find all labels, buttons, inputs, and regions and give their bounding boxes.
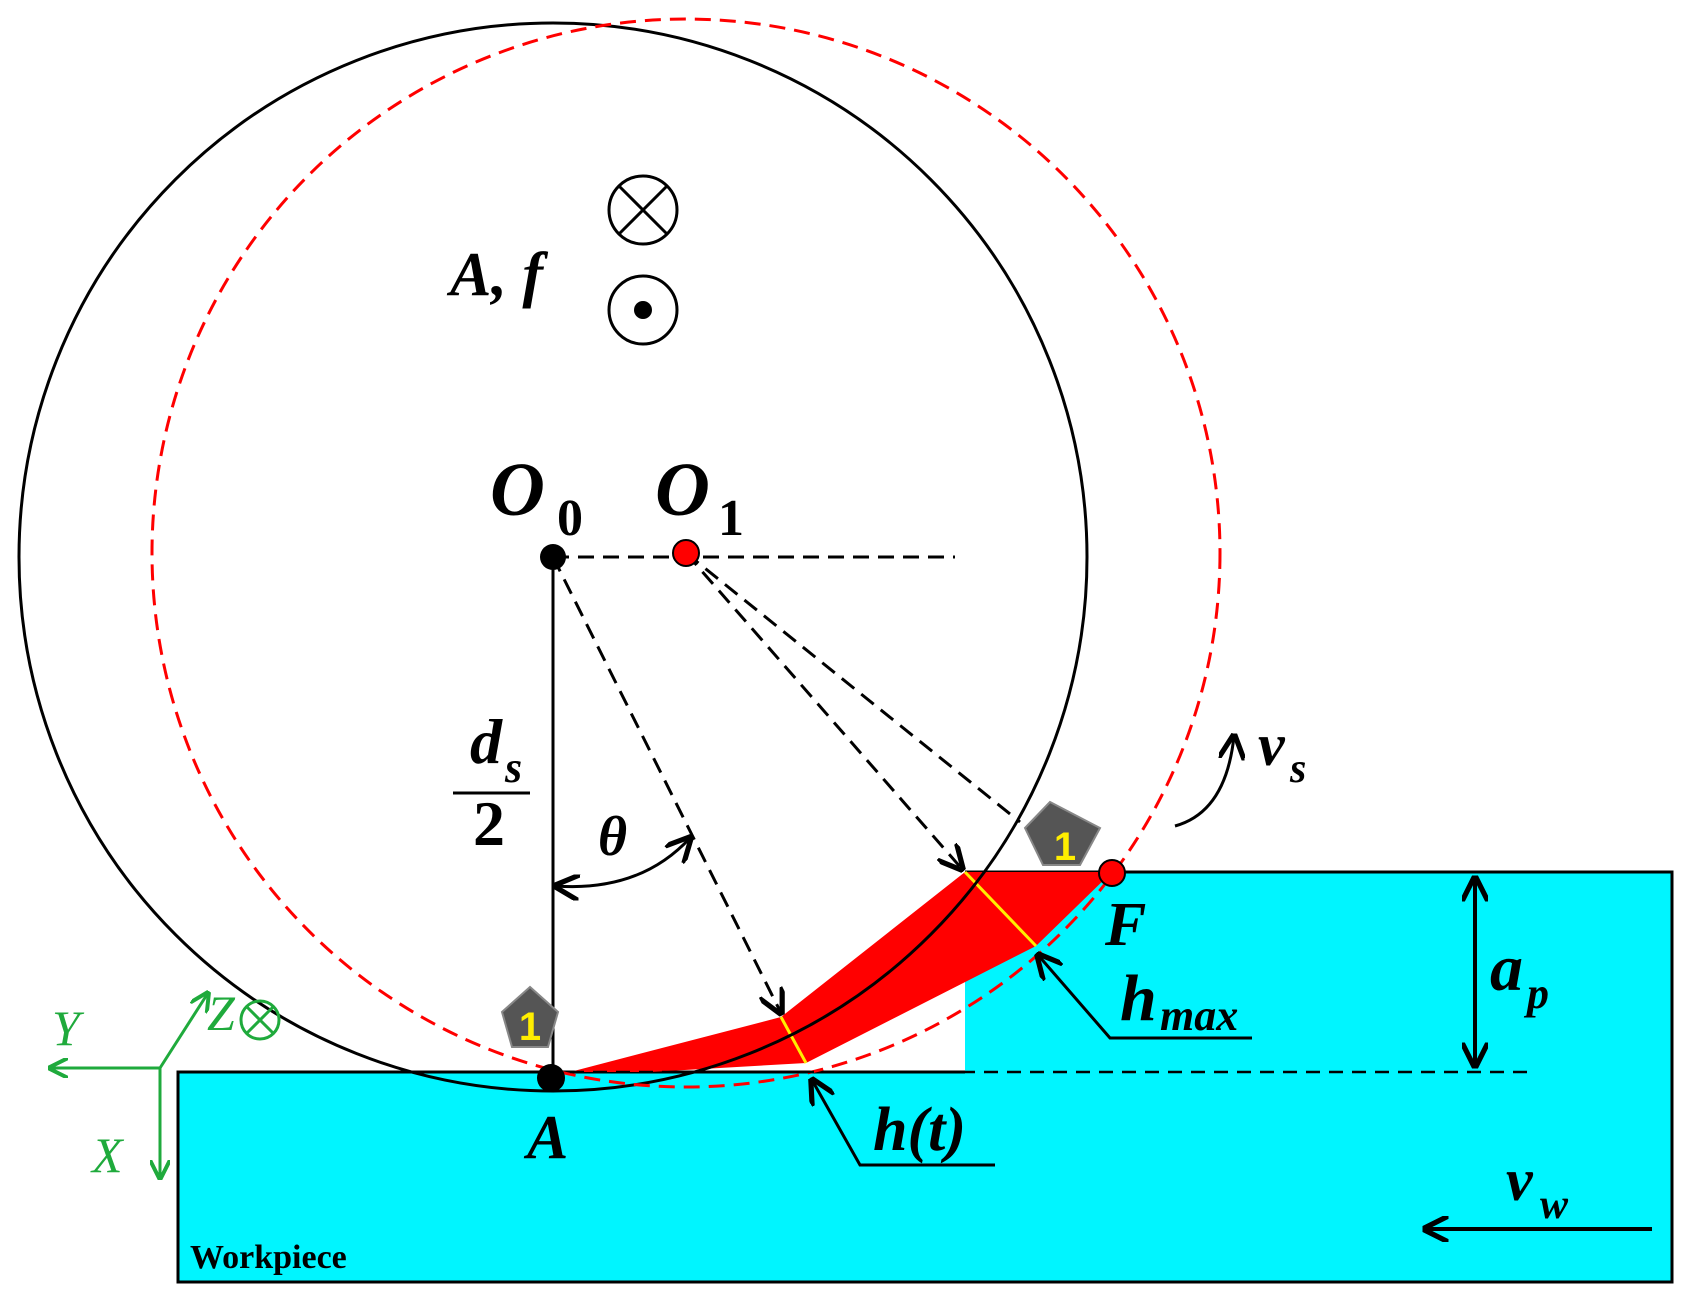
label-point-f: F [1104, 891, 1146, 959]
label-o0-subscript: 0 [557, 490, 583, 547]
theta-arc [556, 838, 690, 887]
wheel-shifted [150, 17, 1222, 1089]
label-vw-subscript: w [1540, 1182, 1569, 1228]
axis-x-label: X [90, 1127, 125, 1183]
label-vs-subscript: s [1289, 746, 1306, 792]
label-point-a: A [523, 1104, 568, 1172]
point-a [537, 1064, 565, 1092]
label-o0: O [490, 448, 545, 532]
abrasive-grain-icon [1023, 800, 1102, 866]
cross-line-2 [617, 184, 669, 236]
axis-y-label: Y [52, 1000, 85, 1056]
label-ap-subscript: p [1523, 969, 1549, 1018]
undeformed-chip [570, 872, 1112, 1072]
workpiece-outline [178, 870, 1674, 1282]
axis-z-into-page-icon [239, 999, 281, 1041]
label-ds: d [470, 706, 503, 777]
label-ht: h(t) [873, 1096, 966, 1164]
grain-f-number: 1 [1054, 825, 1076, 869]
label-o1: O [655, 448, 710, 532]
label-hmax: h [1120, 962, 1157, 1035]
arrow-o0-to-chip [551, 556, 781, 1013]
label-ap: a [1490, 932, 1523, 1005]
arrow-o1-to-grain [685, 551, 1021, 824]
grain-a-number: 1 [519, 1005, 541, 1049]
point-f [1098, 859, 1126, 887]
arrow-o1-to-chip-top [684, 552, 962, 869]
hmax-leader [1038, 955, 1252, 1040]
label-hmax-subscript: max [1160, 991, 1238, 1040]
workpiece-top [965, 872, 1672, 1074]
label-o1-subscript: 1 [718, 490, 744, 547]
label-theta: θ [598, 806, 627, 868]
label-vs: v [1258, 712, 1286, 778]
point-o1 [672, 539, 700, 567]
workpiece [176, 1070, 1674, 1284]
label-vw: v [1506, 1147, 1534, 1213]
cross-into-page-icon [607, 174, 679, 246]
label-af: A, f [446, 241, 548, 309]
label-ds-subscript: s [504, 743, 522, 792]
axis-z-label: Z [207, 985, 236, 1041]
ht-leader [812, 1080, 995, 1167]
abrasive-grain-icon [500, 985, 560, 1048]
axis-z-line [158, 993, 208, 1069]
chip-thickness-hmax-line [963, 870, 1038, 948]
label-ds-denominator: 2 [473, 788, 505, 859]
dot-center [634, 301, 652, 319]
chip-thickness-ht-line [779, 1016, 808, 1064]
wheel-speed-arrow [1174, 736, 1234, 828]
dot-out-of-page-icon [607, 274, 679, 346]
point-o0 [540, 544, 566, 570]
label-workpiece: Workpiece [190, 1239, 347, 1276]
axis-z-cross-2 [245, 1005, 275, 1035]
